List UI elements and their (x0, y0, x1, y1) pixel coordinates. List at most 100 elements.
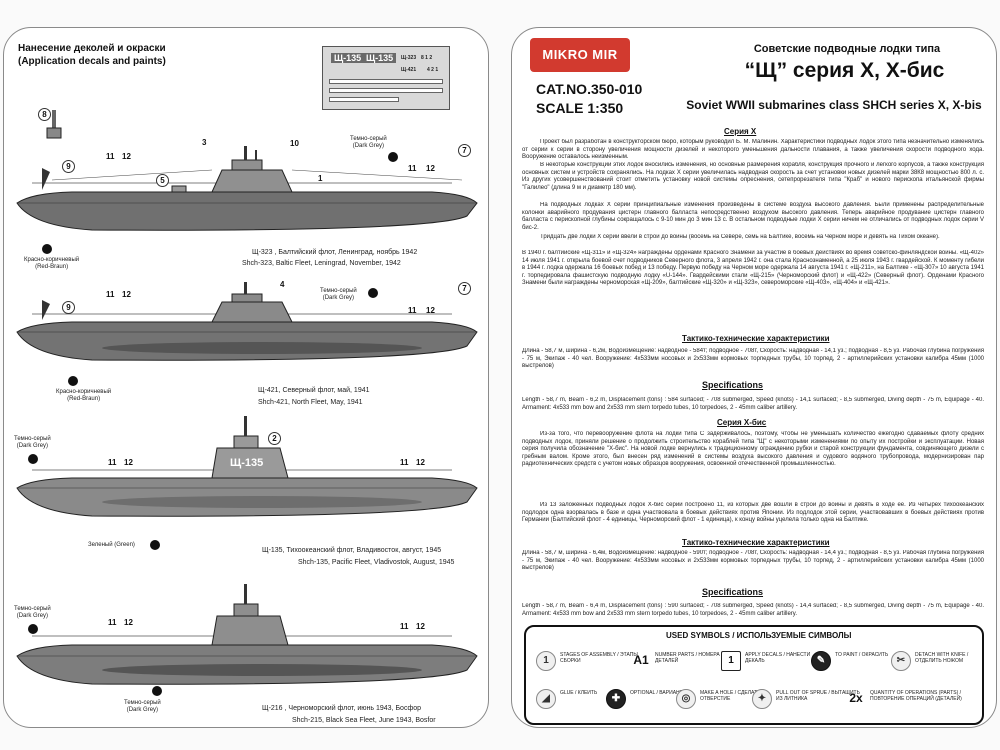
paint-color-dot (388, 152, 398, 162)
caption-en: Shch-215, Black Sea Fleet, June 1943, Bo… (292, 717, 436, 724)
label-ru: Темно-серый (14, 606, 51, 612)
symbol-knife: ✂ DETACH WITH KNIFE / ОТДЕЛИТЬ НОЖОМ (891, 649, 983, 675)
title-en: (Application decals and paints) (18, 56, 166, 67)
symbol-text: MAKE A HOLE / СДЕЛАТЬ ОТВЕРСТИЕ (700, 690, 761, 702)
callout-12: 12 (122, 152, 131, 161)
submarine-profile: Щ-135 (16, 416, 478, 517)
color-label-dark-grey: Темно-серый (Dark Grey) (124, 700, 161, 714)
decal-label: Щ-135 (363, 53, 397, 63)
paint-color-dot (152, 686, 162, 696)
label-en: (Red-Braun) (35, 264, 69, 270)
symbol-text: QUANTITY OF OPERATIONS (PARTS) / ПОВТОРЕ… (870, 690, 962, 702)
callout-12: 12 (416, 622, 425, 631)
color-label-dark-grey: Темно-серый (Dark Grey) (320, 288, 357, 302)
decal-strip (329, 88, 443, 93)
symbol-text: GLUE / КЛЕИТЬ (560, 690, 598, 696)
caption-ru: Щ-421, Северный флот, май, 1941 (258, 387, 370, 394)
submarine-shch-135: Щ-135 11 12 2 11 12 Темно-серый (Dark Gr… (12, 406, 478, 576)
drill-icon: ◎ (676, 689, 696, 709)
hull-number: Щ-135 (230, 457, 263, 469)
stage-icon: 1 (536, 651, 556, 671)
paragraph: Из-за того, что перевооружение флота на … (522, 431, 984, 468)
color-label-red-brown: Красно-коричневый (Red-Braun) (24, 257, 79, 271)
decal-strip (329, 97, 399, 102)
submarine-profile (16, 584, 478, 685)
submarine-shch-421: 9 11 12 4 11 12 7 Темно-серый (Dark Grey… (12, 268, 478, 418)
decal-label: Щ-135 (331, 53, 365, 63)
callout-12: 12 (124, 618, 133, 627)
symbol-text: NUMBER PARTS / НОМЕРА ДЕТАЛЕЙ (655, 652, 720, 664)
paragraph: В некоторые конструкции этих лодок вноси… (522, 162, 984, 191)
callout-11: 11 (400, 622, 409, 631)
label-en: (Dark Grey) (126, 707, 159, 713)
info-page: MIKRO MIR CAT.NO.350-010 SCALE 1:350 Сов… (511, 27, 997, 728)
callout-10: 10 (290, 139, 299, 148)
callout-12: 12 (122, 290, 131, 299)
decal-label: 8 1 2 (421, 55, 433, 61)
callout-5: 5 (156, 174, 169, 187)
periscope-detail (46, 110, 62, 139)
symbol-text: STAGES OF ASSEMBLY / ЭТАПЫ СБОРКИ (560, 652, 638, 664)
caption-ru: Щ-216 , Черноморский флот, июнь 1943, Бо… (262, 705, 421, 712)
symbol-glue: ◢ GLUE / КЛЕИТЬ (536, 687, 646, 713)
symbol-part-numbers: A1 NUMBER PARTS / НОМЕРА ДЕТАЛЕЙ (631, 649, 741, 675)
paint-color-dot (368, 288, 378, 298)
painting-title: Нанесение деколей и окраски (Application… (18, 42, 166, 68)
section-series-x: Серия Х (724, 127, 757, 136)
color-label-dark-grey: Темно-серый (Dark Grey) (350, 136, 387, 150)
quantity-icon: 2x (849, 691, 863, 705)
label-en: (Dark Grey) (352, 143, 385, 149)
caption-en: Shch-421, North Fleet, May, 1941 (258, 399, 363, 406)
paragraph: На подводных лодках Х серии принципиальн… (522, 202, 984, 231)
symbol-paint: ✎ TO PAINT / ОКРАСИТЬ (811, 649, 921, 675)
callout-7: 7 (458, 144, 471, 157)
sprue-icon: ✦ (752, 689, 772, 709)
paint-brush-icon: ✎ (811, 651, 831, 671)
caption-ru: Щ-323 , Балтийский флот, Ленинград, нояб… (252, 249, 418, 256)
symbol-text: PULL OUT OF SPRUE / ВЫТАЩИТЬ ИЗ ЛИТНИКА (776, 690, 860, 702)
label-ru: Темно-серый (124, 700, 161, 706)
caption-en: Shch-323, Baltic Fleet, Leningrad, Novem… (242, 260, 401, 267)
label-ru: Темно-серый (14, 436, 51, 442)
callout-12: 12 (416, 458, 425, 467)
symbol-quantity: 2x QUANTITY OF OPERATIONS (PARTS) / ПОВТ… (846, 687, 982, 713)
submarine-shch-323: 8 9 11 12 5 3 10 1 11 12 7 Темно-серый (… (12, 108, 478, 298)
callout-12: 12 (124, 458, 133, 467)
paint-color-dot (28, 454, 38, 464)
tth-header: Тактико-технические характеристики (682, 334, 830, 343)
title-ru-line1: Советские подводные лодки типа (753, 43, 941, 55)
paragraph: В 1940 г. балтийские «Щ-311» и «Щ-324» н… (522, 250, 984, 287)
symbol-optional: ✚ OPTIONAL / ВАРИАНТЫ (606, 687, 716, 713)
spec-text: Length - 58,7 m, Beam - 6,2 m, Displacem… (522, 397, 984, 411)
symbol-sprue: ✦ PULL OUT OF SPRUE / ВЫТАЩИТЬ ИЗ ЛИТНИК… (752, 687, 862, 713)
optional-icon: ✚ (606, 689, 626, 709)
title-ru-line2: “Щ” серия Х, Х-бис (744, 59, 945, 82)
paragraph: Из 13 заложенных подводных лодок Х-бис с… (522, 502, 984, 524)
brand-logo: MIKRO MIR (530, 38, 630, 72)
tth-header: Тактико-технические характеристики (682, 538, 830, 547)
callout-1: 1 (318, 174, 323, 183)
paint-color-dot (68, 376, 78, 386)
submarine-shch-216: 11 12 11 12 Темно-серый (Dark Grey) Темн… (12, 576, 478, 727)
symbol-text: OPTIONAL / ВАРИАНТЫ (630, 690, 688, 696)
symbol-decals: 1 APPLY DECALS / НАНЕСТИ ДЕКАЛЬ (721, 649, 831, 675)
color-label-red-brown: Красно-коричневый (Red-Braun) (56, 389, 111, 403)
knife-icon: ✂ (891, 651, 911, 671)
catalog-number: CAT.NO.350-010 (536, 81, 643, 97)
decal-label: Щ-421 (401, 67, 417, 73)
callout-11: 11 (106, 152, 115, 161)
painting-page: Нанесение деколей и окраски (Application… (3, 27, 489, 728)
callout-9: 9 (62, 160, 75, 173)
callout-11: 11 (408, 306, 417, 315)
symbol-text: APPLY DECALS / НАНЕСТИ ДЕКАЛЬ (745, 652, 811, 664)
symbols-legend: USED SYMBOLS / ИСПОЛЬЗУЕМЫЕ СИМВОЛЫ 1 ST… (524, 625, 984, 725)
label-ru: Красно-коричневый (56, 389, 112, 395)
tth-text: Длина - 58,7 м, ширина - 6,4м, Водоизмещ… (522, 550, 984, 572)
section-series-xbis: Серия Х-бис (717, 418, 767, 427)
decal-sheet: Щ-135 Щ-135 Щ-323 8 1 2 4 2 1 Щ-421 (322, 46, 450, 110)
submarine-profile (16, 282, 478, 361)
color-label-dark-grey: Темно-серый (Dark Grey) (14, 436, 51, 450)
decal-icon: 1 (721, 651, 741, 671)
callout-12: 12 (426, 164, 435, 173)
callout-11: 11 (108, 458, 117, 467)
